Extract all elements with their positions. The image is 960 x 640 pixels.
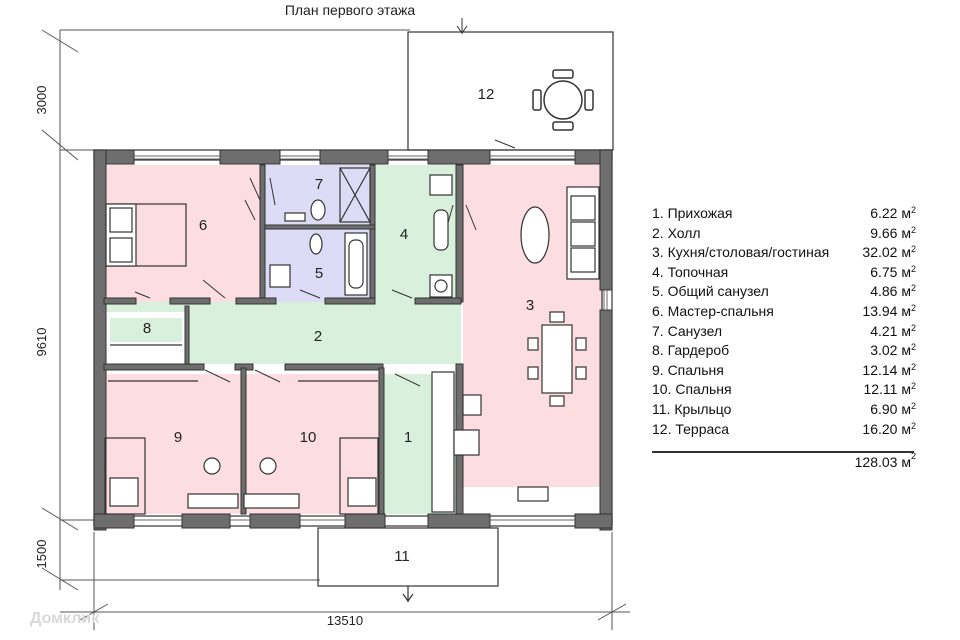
dim-porch: 1500 xyxy=(34,540,49,569)
total-area: 128.03 м2 xyxy=(854,451,916,470)
terrace-12 xyxy=(407,18,614,151)
room-label-9: 9 xyxy=(174,429,182,446)
plan-title: План первого этажа xyxy=(284,2,416,18)
furniture xyxy=(104,167,600,515)
dim-width: 13510 xyxy=(327,613,363,628)
dim-height: 9610 xyxy=(34,328,49,357)
watermark: Домклик xyxy=(30,610,100,627)
terrace-table-icon xyxy=(532,69,594,131)
floor-plan: 1 2 3 4 5 6 7 8 9 10 11 12 13510 9610 30… xyxy=(34,18,630,630)
windows xyxy=(134,155,608,521)
room-label-2: 2 xyxy=(314,328,322,345)
room-label-10: 10 xyxy=(300,429,317,446)
room-label-7: 7 xyxy=(315,176,323,193)
doors xyxy=(134,177,477,387)
porch-11 xyxy=(317,527,499,603)
room-numbers: 1 2 3 4 5 6 7 8 9 10 11 12 xyxy=(143,86,534,565)
room-label-11: 11 xyxy=(394,548,410,565)
room-label-3: 3 xyxy=(526,297,534,314)
room-label-4: 4 xyxy=(400,226,408,243)
room-label-5: 5 xyxy=(315,265,323,282)
room-label-8: 8 xyxy=(143,320,151,337)
room-label-6: 6 xyxy=(199,217,207,234)
dim-terrace: 3000 xyxy=(34,86,49,115)
legend-divider xyxy=(652,451,914,454)
dimension-lines xyxy=(41,29,630,630)
room-label-12: 12 xyxy=(478,86,495,103)
dimension-labels: 13510 9610 3000 1500 xyxy=(34,86,363,628)
room-label-1: 1 xyxy=(404,429,412,446)
